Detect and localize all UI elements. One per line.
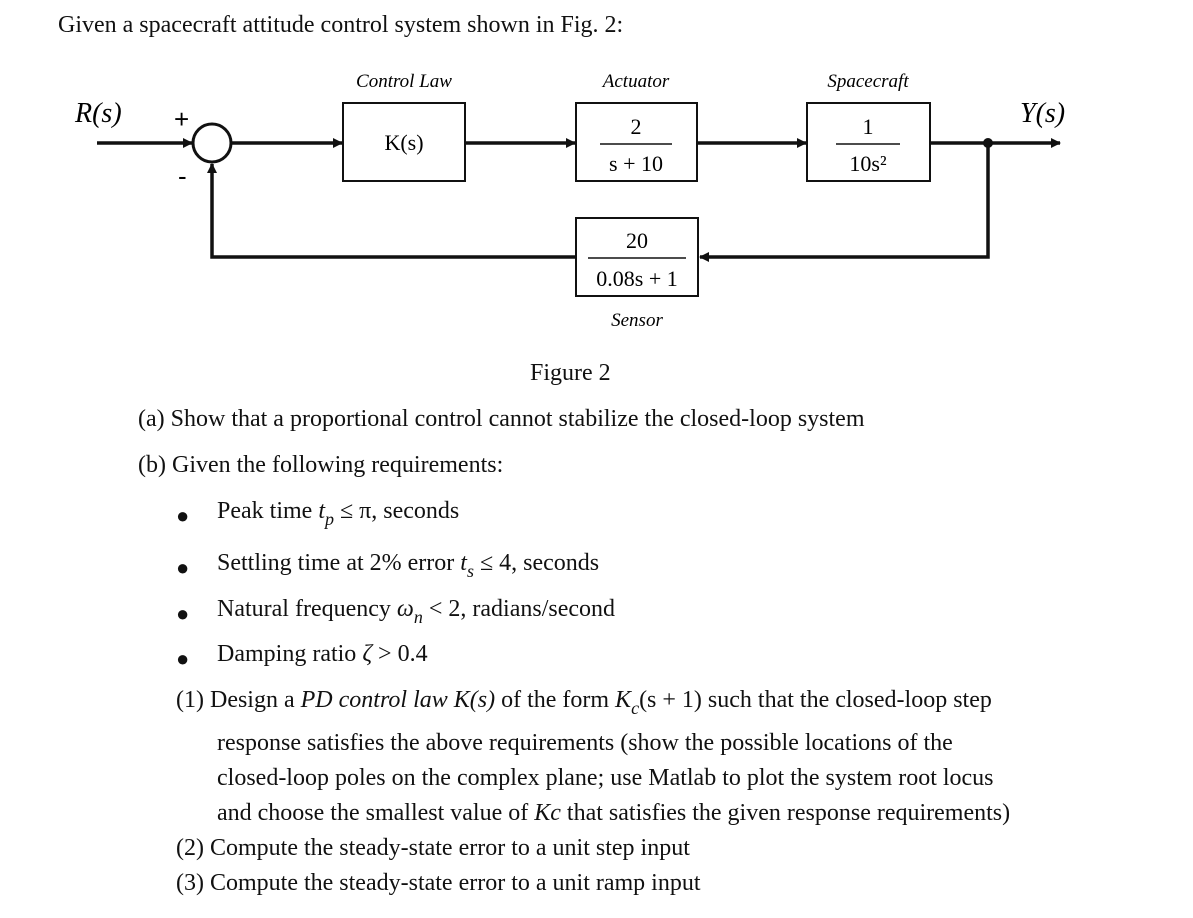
requirement-settling-time: Settling time at 2% error ts ≤ 4, second… <box>217 550 600 581</box>
requirement-condition: > 0.4 <box>378 641 428 667</box>
requirement-condition: < 2, radians/second <box>428 596 616 622</box>
spacecraft-denominator: 10s² <box>849 151 887 176</box>
summing-junction <box>191 122 233 164</box>
feedback-arrow-in <box>699 143 990 262</box>
part-a: (a) Show that a proportional control can… <box>138 406 865 432</box>
spacecraft-block <box>806 102 931 182</box>
intro-text: Given a spacecraft attitude control syst… <box>58 12 624 38</box>
spacecraft-numerator: 1 <box>863 114 874 139</box>
spacecraft-caption: Spacecraft <box>827 71 909 92</box>
requirement-text: Damping ratio <box>217 641 357 667</box>
output-label: Y(s) <box>1020 98 1065 129</box>
sensor-denominator: 0.08s + 1 <box>596 266 677 291</box>
sensor-caption: Sensor <box>611 310 663 331</box>
bullet-dot: ● <box>176 601 190 626</box>
q1-prefix: (1) Design a <box>176 687 295 713</box>
requirement-damping-ratio: Damping ratio ζ > 0.4 <box>217 641 428 668</box>
bullet-dot: ● <box>176 555 190 580</box>
bullet-dot: ● <box>176 646 190 671</box>
plus-sign: + <box>174 104 189 134</box>
bullet-dot: ● <box>176 503 190 528</box>
actuator-block <box>575 102 698 182</box>
control-law-caption: Control Law <box>356 71 452 92</box>
requirement-symbol: ζ <box>362 641 373 667</box>
requirement-text: Natural frequency <box>217 596 391 622</box>
sensor-block <box>575 217 699 297</box>
requirement-text: Peak time <box>217 498 313 524</box>
sensor-numerator: 20 <box>626 228 648 253</box>
requirement-symbol: ω <box>396 596 414 622</box>
requirement-condition: ≤ 4, seconds <box>479 550 600 576</box>
question-1-line-3: closed-loop poles on the complex plane; … <box>217 765 994 791</box>
q1-formula-rest: (s + 1) <box>639 687 702 713</box>
question-1-line-4: and choose the smallest value of Kc that… <box>217 796 1010 831</box>
requirement-subscript: s <box>466 561 474 581</box>
question-2: (2) Compute the steady-state error to a … <box>176 835 690 861</box>
requirement-subscript: n <box>413 607 423 627</box>
requirement-natural-frequency: Natural frequency ωn < 2, radians/second <box>217 596 616 627</box>
requirement-symbol: t <box>460 550 467 576</box>
question-3: (3) Compute the steady-state error to a … <box>176 870 701 896</box>
input-label: R(s) <box>74 98 122 129</box>
q1-line4-symbol: Kc <box>534 800 561 826</box>
q1-line4-pre: and choose the smallest value of <box>217 800 529 826</box>
requirement-peak-time: Peak time tp ≤ π, seconds <box>217 498 460 529</box>
requirement-condition: ≤ π, seconds <box>339 498 460 524</box>
q1-emph: PD control law K(s) <box>300 687 496 713</box>
actuator-caption: Actuator <box>601 71 670 92</box>
feedback-arrow-out <box>207 163 575 259</box>
question-1-line-2: response satisfies the above requirement… <box>217 730 953 756</box>
control-law-tf: K(s) <box>384 130 423 155</box>
actuator-denominator: s + 10 <box>609 151 663 176</box>
actuator-numerator: 2 <box>631 114 642 139</box>
q1-formula-symbol: K <box>615 687 632 713</box>
requirement-text: Settling time at 2% error <box>217 550 455 576</box>
question-1-line-1: (1) Design a PD control law K(s) of the … <box>176 683 992 719</box>
q1-line4-post: that satisfies the given response requir… <box>566 800 1011 826</box>
requirement-subscript: p <box>324 509 334 529</box>
q1-formula-subscript: c <box>631 698 640 718</box>
control-law-block <box>342 102 466 182</box>
figure-caption: Figure 2 <box>530 360 611 386</box>
minus-sign: - <box>178 161 187 191</box>
part-b: (b) Given the following requirements: <box>138 452 504 478</box>
q1-tail: such that the closed-loop step <box>707 687 992 713</box>
requirement-symbol: t <box>318 498 325 524</box>
q1-middle: of the form <box>501 687 610 713</box>
block-diagram: R(s) Y(s) + - Control Law K(s) Actuator … <box>74 71 1065 331</box>
